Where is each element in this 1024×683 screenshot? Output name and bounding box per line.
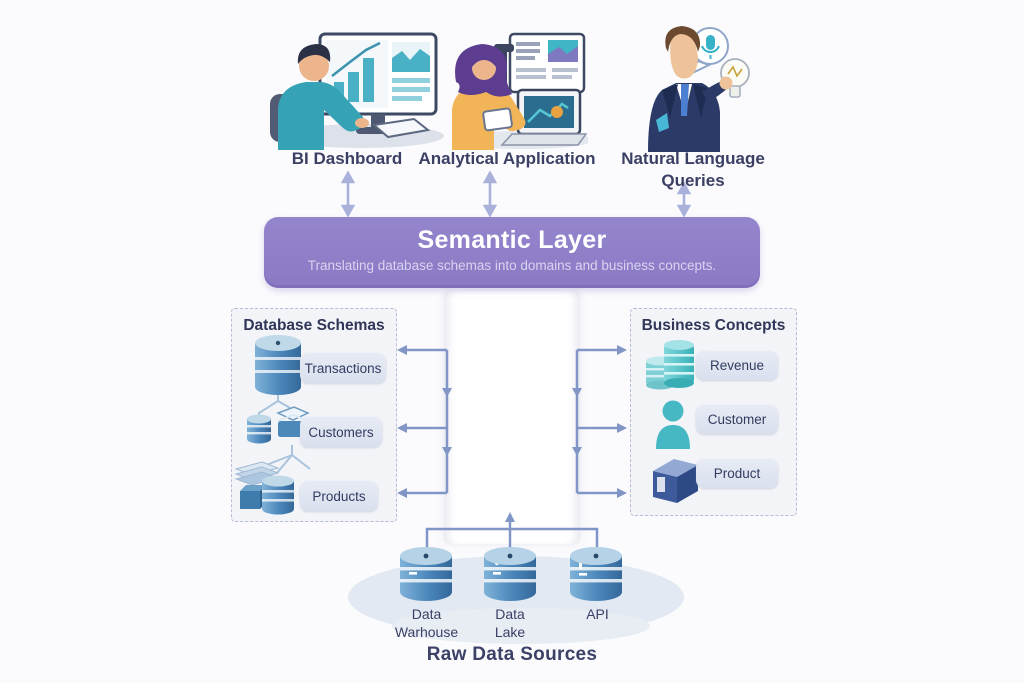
- analyst-body: [278, 82, 365, 150]
- api-label: API: [586, 606, 609, 622]
- cube-icon: [653, 459, 698, 503]
- small-database-icon: [247, 414, 271, 444]
- database-schemas-box: Database Schemas: [231, 308, 397, 522]
- business-concepts-icons: [646, 340, 698, 503]
- data-warehouse-label: Data Warhouse: [394, 606, 459, 641]
- bi-dashboard-label: BI Dashboard: [291, 149, 403, 168]
- coin-stacks-icon: [646, 340, 694, 390]
- notepad-icon: [482, 107, 513, 132]
- database-cylinder-icon: [255, 335, 301, 395]
- semantic-pipeline-channel: [444, 291, 580, 544]
- concept-item-customer: Customer: [696, 405, 778, 434]
- data-lake-label: Data Lake: [494, 606, 526, 641]
- database-cylinder-icon-2: [262, 475, 294, 515]
- analytical-application-label: Analytical Application: [418, 149, 596, 168]
- data-warehouse-cylinder-icon: [400, 547, 452, 601]
- natural-language-queries-illustration: [648, 26, 750, 152]
- database-schemas-title: Database Schemas: [243, 317, 385, 334]
- business-concepts-title: Business Concepts: [641, 317, 786, 334]
- schema-item-products: Products: [300, 481, 378, 511]
- tablet-icon: [371, 117, 431, 139]
- schema-item-customers: Customers: [300, 417, 382, 447]
- natural-language-queries-label: Natural Language Queries: [621, 149, 765, 191]
- bi-dashboard-illustration: [270, 32, 444, 150]
- api-cylinder-icon: [570, 547, 622, 601]
- semantic-layer-title: Semantic Layer: [417, 226, 607, 254]
- person-icon: [656, 400, 690, 449]
- data-lake-cylinder-icon: [484, 547, 536, 601]
- raw-data-sources-title: Raw Data Sources: [426, 644, 598, 665]
- concept-item-product: Product: [696, 459, 778, 488]
- concept-item-revenue: Revenue: [696, 351, 778, 380]
- schema-item-transactions: Transactions: [300, 353, 386, 383]
- background-blob-2: [392, 608, 650, 644]
- business-concepts-box: Business Concepts: [630, 308, 797, 516]
- analytical-application-illustration: [452, 32, 588, 150]
- semantic-layer-bar: Semantic Layer Translating database sche…: [264, 217, 760, 288]
- semantic-layer-subtitle: Translating database schemas into domain…: [307, 258, 717, 273]
